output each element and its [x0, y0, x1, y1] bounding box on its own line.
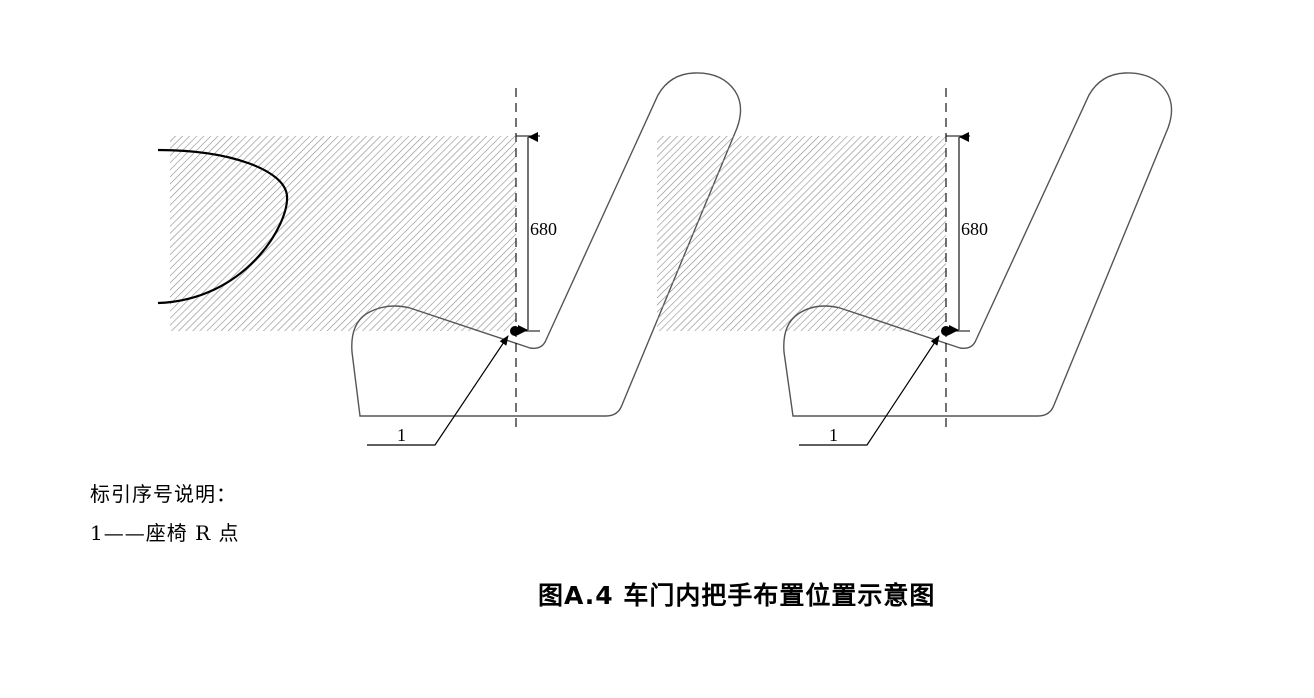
- right-hatched-zone: [657, 136, 946, 331]
- figure-caption: 图A.4 车门内把手布置位置示意图: [538, 581, 936, 610]
- left-hatched-zone: [170, 136, 516, 331]
- legend-heading: 标引序号说明：: [90, 482, 237, 506]
- right-dimension-label: 680: [961, 219, 988, 239]
- right-callout-label: 1: [829, 425, 838, 445]
- left-view: 680 1: [157, 72, 742, 446]
- right-callout-leader: [799, 335, 940, 446]
- left-door-handle-outline: [157, 148, 289, 305]
- right-seat-outline: [783, 72, 1173, 417]
- left-callout-leader: [367, 335, 509, 446]
- right-view: 680 1: [657, 72, 1173, 446]
- left-callout-label: 1: [397, 425, 406, 445]
- door-handle-layout-diagram: 680 1 680 1: [157, 72, 1173, 446]
- legend-item-r-point: 1——座椅 R 点: [90, 521, 240, 545]
- left-seat-outline: [351, 72, 742, 417]
- left-dimension-label: 680: [530, 219, 557, 239]
- right-r-point-marker: [941, 326, 951, 336]
- left-r-point-marker: [510, 326, 520, 336]
